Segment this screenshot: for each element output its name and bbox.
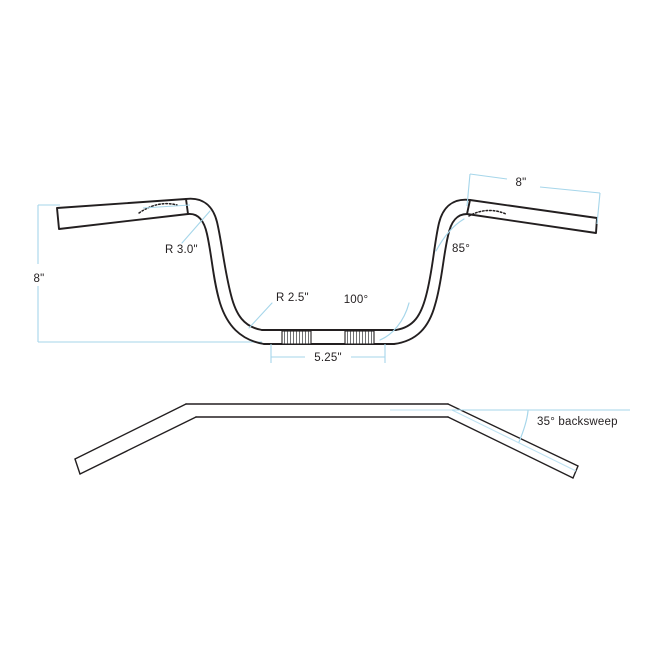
front-elevation-view: 8" R 3.0" — [30, 173, 601, 364]
grip-ext-left — [466, 173, 471, 207]
rise-dimension-label: 8" — [34, 273, 45, 285]
annotation-radius-3in: R 3.0" — [142, 204, 211, 256]
r3-tangent-mark — [142, 204, 191, 209]
dimension-clamp-width: 5.25" — [270, 344, 386, 364]
right-bend-outer-wall — [395, 198, 471, 331]
left-bend-outer-wall — [185, 197, 263, 331]
top-view-body — [74, 403, 579, 479]
dimension-grip-8in: 8" — [466, 173, 601, 225]
left-grip-hidden-seam-arc — [138, 202, 178, 214]
right-grip-hidden-seam-arc — [468, 209, 507, 217]
top-plan-view: 35° backsweep — [74, 403, 630, 479]
grip-dim-line-left — [469, 173, 508, 180]
top-view-right-arm-lower — [447, 416, 574, 479]
knurl-band-left — [281, 330, 312, 345]
knurl-left-hatch — [284, 331, 309, 344]
top-view-left-tip-cap — [74, 458, 81, 475]
grip-length-label: 8" — [516, 177, 527, 189]
backsweep-arc — [518, 410, 529, 443]
annotation-angle-100: 100° — [344, 294, 410, 341]
r25-leader-line — [248, 302, 273, 329]
radius-3in-label: R 3.0" — [165, 244, 198, 256]
top-view-right-tip-cap — [572, 465, 579, 479]
knurl-band-right — [344, 330, 375, 345]
top-view-left-arm-upper — [74, 403, 187, 460]
annotation-radius-25in: R 2.5" — [248, 292, 309, 329]
r3-leader-line — [181, 210, 211, 244]
angle-100-label: 100° — [344, 294, 369, 306]
top-view-right-arm-upper — [447, 403, 579, 467]
right-grip-tube — [466, 199, 598, 234]
clamp-width-label: 5.25" — [314, 352, 341, 364]
right-riser-bend — [393, 198, 471, 345]
annotation-angle-85: 85° — [435, 218, 470, 255]
grip-ext-right — [596, 192, 601, 225]
left-bend-inner-wall — [187, 213, 265, 345]
left-grip-tube — [56, 198, 189, 230]
knurl-right-hatch — [347, 331, 372, 344]
top-view-left-arm-lower — [79, 416, 197, 475]
rise-label-mask — [30, 264, 50, 286]
right-grip-body — [466, 199, 598, 234]
radius-25in-label: R 2.5" — [276, 292, 309, 304]
dimension-rise-8in: 8" — [30, 204, 262, 343]
top-view-center-swept — [451, 409, 577, 472]
center-clamp-section — [261, 329, 397, 345]
left-grip-body — [56, 198, 189, 230]
top-view-centerline — [390, 409, 577, 472]
backsweep-label: 35° backsweep — [537, 416, 618, 428]
right-bend-inner-wall — [393, 213, 468, 345]
angle-85-label: 85° — [452, 243, 470, 255]
annotation-backsweep: 35° backsweep — [452, 409, 630, 443]
left-riser-bend — [185, 197, 265, 345]
angle-100-arc — [379, 302, 410, 341]
angle-85-arc — [435, 218, 465, 252]
grip-dim-line-right — [539, 186, 601, 194]
